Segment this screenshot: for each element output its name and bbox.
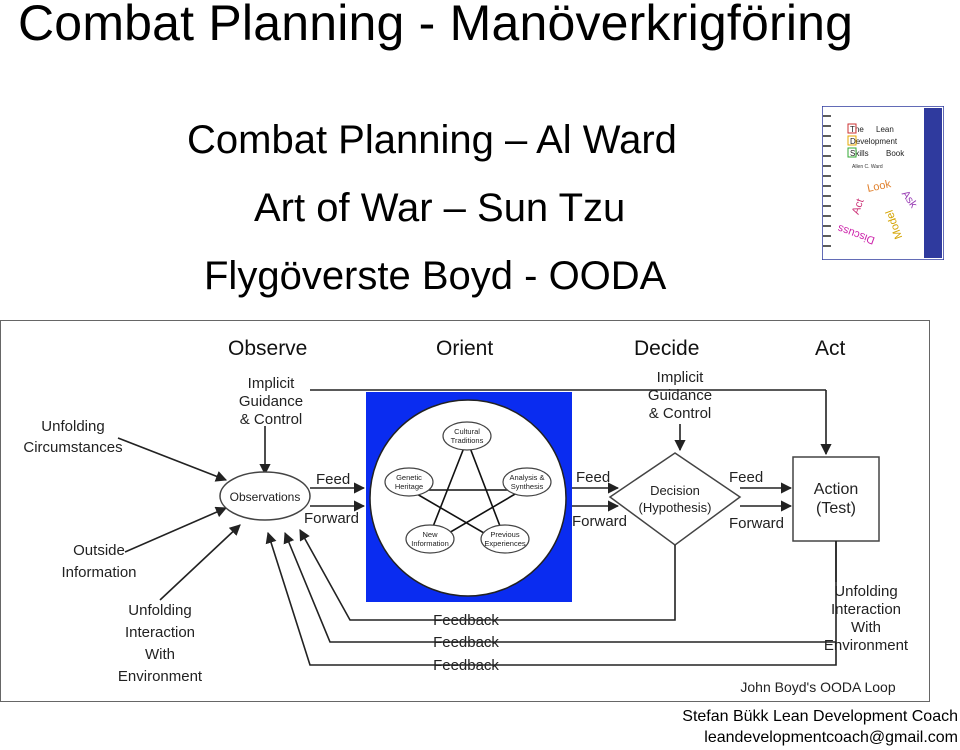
action-node xyxy=(792,456,880,542)
book-word-book: Book xyxy=(886,149,905,158)
implicit-guidance-right-1: Implicit xyxy=(657,369,705,386)
unfolding-circumstances-1: Unfolding xyxy=(41,418,104,435)
action-label-1: Action xyxy=(814,481,858,498)
forward-label-3: Forward xyxy=(729,515,784,532)
unfolding-interaction-left-1: Unfolding xyxy=(128,602,191,619)
orient-node-label: Analysis & xyxy=(509,473,544,482)
unfolding-interaction-left-4: Environment xyxy=(118,668,203,685)
feedback-label-3: Feedback xyxy=(433,657,499,674)
orient-node-label: Heritage xyxy=(395,482,423,491)
outside-information-2: Information xyxy=(61,564,136,581)
book-word-act: Act xyxy=(850,197,867,216)
orient-node-label: Cultural xyxy=(454,427,480,436)
orient-node-label: Genetic xyxy=(396,473,422,482)
decision-label-1: Decision xyxy=(650,483,700,498)
implicit-guidance-left-1: Implicit xyxy=(248,375,296,392)
footer-email[interactable]: leandevelopmentcoach@gmail.com xyxy=(704,729,958,746)
implicit-guidance-right-3: & Control xyxy=(649,405,712,422)
implicit-guidance-left-2: Guidance xyxy=(239,393,303,410)
lean-development-skills-book-cover: The Lean Development Skills Book Allen C… xyxy=(822,106,944,260)
orient-node-new-information xyxy=(405,524,455,554)
feed-label-3: Feed xyxy=(729,469,763,486)
implicit-guidance-right-2: Guidance xyxy=(648,387,712,404)
orient-node-label: Previous xyxy=(490,530,519,539)
unfolding-interaction-right-4: Environment xyxy=(824,637,909,654)
book-spine xyxy=(924,108,942,258)
book-author: Allen C. Ward xyxy=(852,164,883,170)
phase-observe: Observe xyxy=(228,337,307,360)
orient-node-label: Synthesis xyxy=(511,482,544,491)
book-word-the: The xyxy=(850,125,864,134)
unfolding-interaction-right-2: Interaction xyxy=(831,601,901,618)
book-word-development: Development xyxy=(850,137,898,146)
unfolding-circumstances-2: Circumstances xyxy=(23,439,122,456)
feedback-label-2: Feedback xyxy=(433,634,499,651)
implicit-guidance-left-3: & Control xyxy=(240,411,303,428)
phase-orient: Orient xyxy=(436,337,493,360)
footer-author: Stefan Bükk Lean Development Coach xyxy=(682,708,958,725)
subtitle-line-1: Combat Planning – Al Ward xyxy=(187,118,677,162)
subtitle-line-2: Art of War – Sun Tzu xyxy=(254,186,626,230)
ooda-loop-diagram: Observe Orient Decide Act Implicit Guida… xyxy=(0,320,930,702)
orient-node-genetic-heritage xyxy=(384,467,434,497)
ooda-credit: John Boyd's OODA Loop xyxy=(740,679,895,695)
book-word-skills: Skills xyxy=(850,149,869,158)
forward-label-1: Forward xyxy=(304,510,359,527)
unfolding-interaction-right-1: Unfolding xyxy=(834,583,897,600)
slide-title: Combat Planning - Manöverkrigföring xyxy=(18,0,854,51)
subtitle-line-3: Flygöverste Boyd - OODA xyxy=(204,254,667,298)
forward-label-2: Forward xyxy=(572,513,627,530)
decision-label-2: (Hypothesis) xyxy=(639,500,712,515)
orient-node-label: Traditions xyxy=(451,436,484,445)
feed-label-2: Feed xyxy=(576,469,610,486)
feed-label-1: Feed xyxy=(316,471,350,488)
feedback-label-1: Feedback xyxy=(433,612,499,629)
book-word-look: Look xyxy=(866,178,892,195)
phase-decide: Decide xyxy=(634,337,699,360)
observations-label: Observations xyxy=(230,490,301,504)
spiral-binding xyxy=(823,115,831,247)
action-label-2: (Test) xyxy=(816,500,856,517)
orient-node-label: New xyxy=(422,530,438,539)
orient-node-label: Experiences xyxy=(484,539,526,548)
observations-node xyxy=(219,471,311,521)
unfolding-interaction-right-3: With xyxy=(851,619,881,636)
orient-node-analysis-synthesis xyxy=(502,467,552,497)
orient-node-label: Information xyxy=(411,539,449,548)
book-word-lean: Lean xyxy=(876,125,894,134)
phase-act: Act xyxy=(815,337,846,360)
unfolding-interaction-left-3: With xyxy=(145,646,175,663)
orient-node-previous-experiences xyxy=(480,524,530,554)
orient-node-cultural-traditions xyxy=(442,421,492,451)
unfolding-interaction-left-2: Interaction xyxy=(125,624,195,641)
outside-information-1: Outside xyxy=(73,542,125,559)
